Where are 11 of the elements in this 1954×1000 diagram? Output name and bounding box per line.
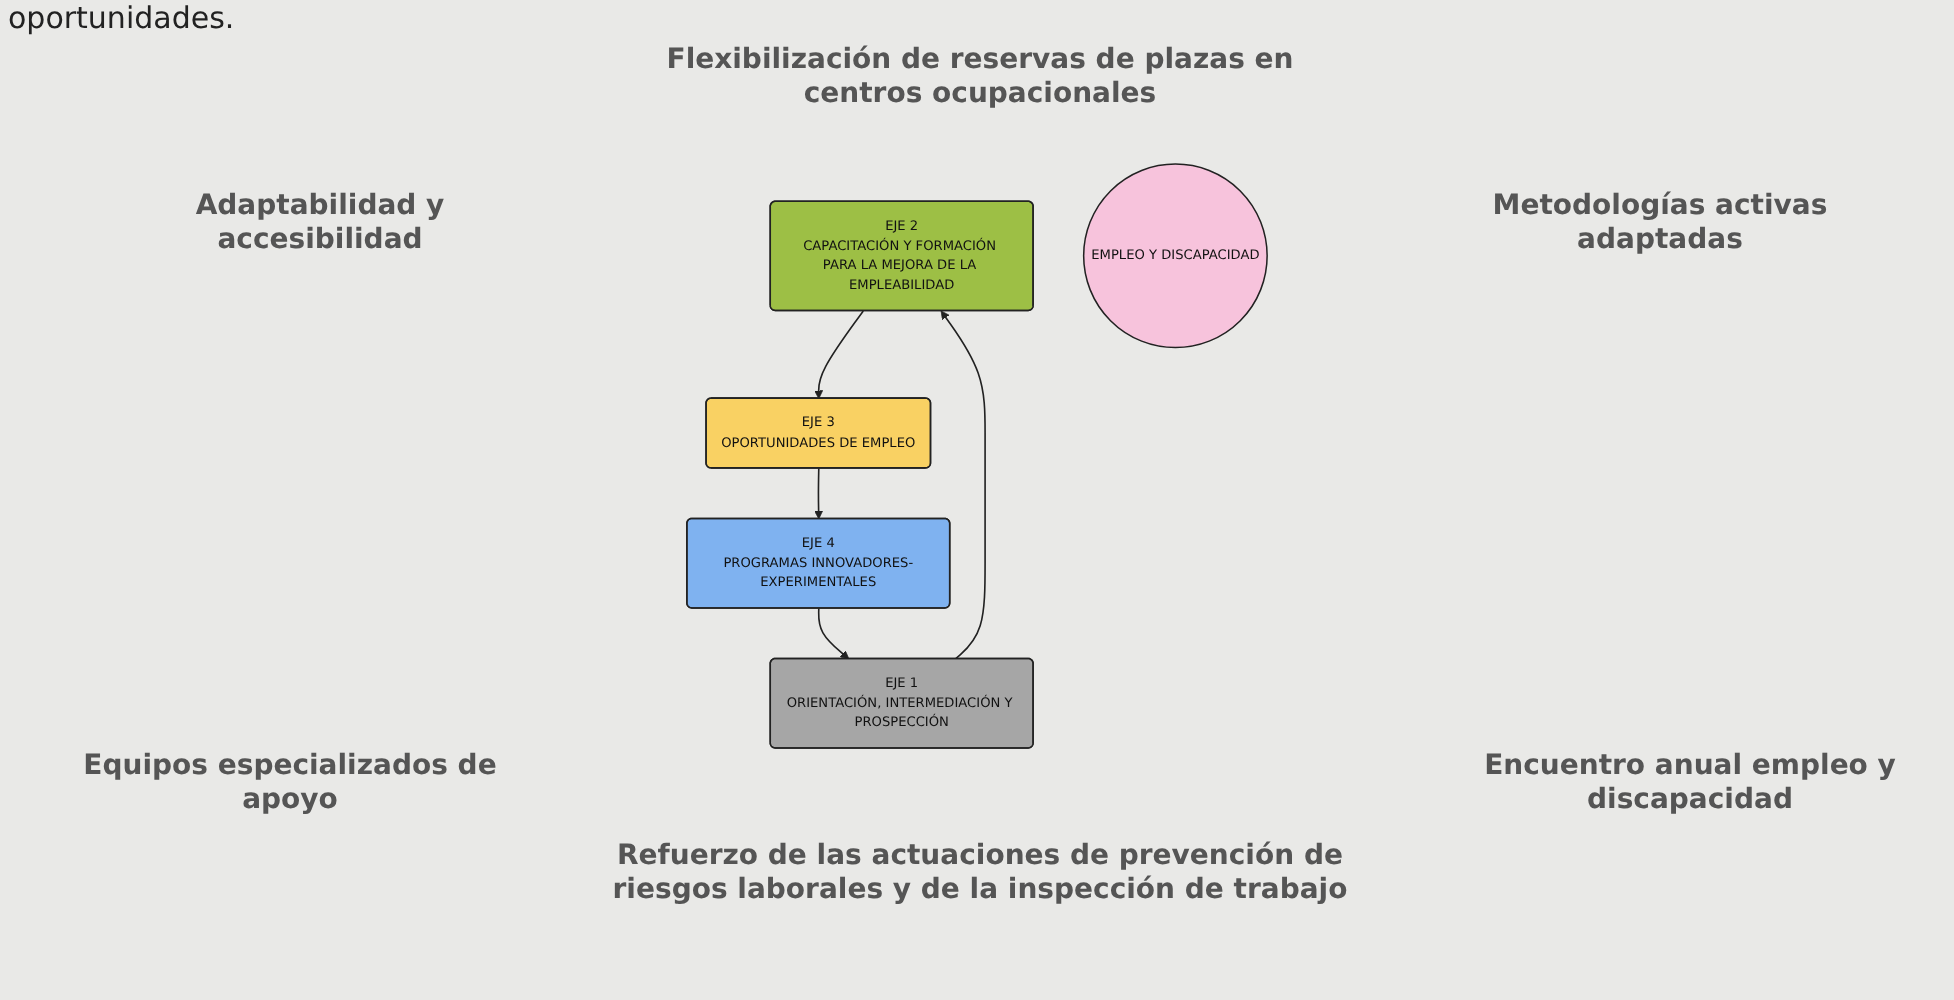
outer-label: Adaptabilidad y accesibilidad bbox=[193, 190, 447, 258]
arrow bbox=[814, 310, 865, 400]
text-fragment: oportunidades. bbox=[8, 0, 235, 36]
outer-label: Encuentro anual empleo y discapacidad bbox=[1482, 750, 1898, 818]
outer-label: Equipos especializados de apoyo bbox=[81, 750, 499, 818]
arrow bbox=[817, 607, 850, 660]
outer-label: Metodologías activas adaptadas bbox=[1490, 190, 1830, 258]
arrow bbox=[940, 310, 986, 660]
arrow bbox=[814, 467, 824, 520]
outer-label: Refuerzo de las actuaciones de prevención de riesgos laborales y de la inspección de trabajo bbox=[610, 840, 1350, 908]
outer-label: Flexibilización de reservas de plazas en centros ocupacionales bbox=[664, 44, 1296, 112]
